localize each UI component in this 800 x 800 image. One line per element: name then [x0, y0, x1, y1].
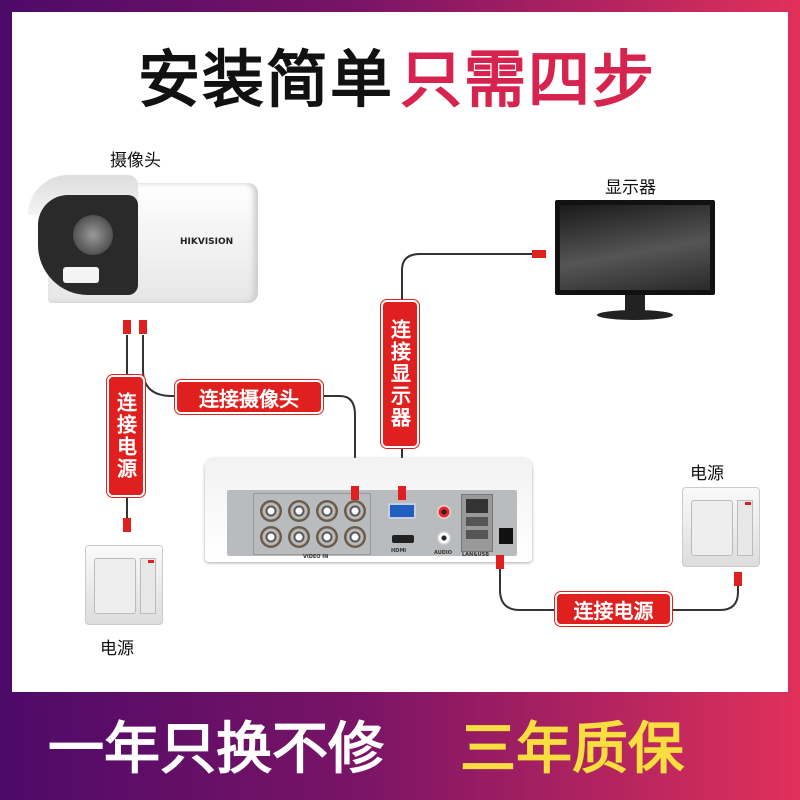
dvr-video-connector — [351, 486, 359, 500]
vga-port — [388, 503, 416, 519]
socket-plug-right — [734, 572, 742, 586]
monitor-label: 显示器 — [605, 178, 656, 198]
power-socket-right — [682, 487, 760, 567]
monitor-connector — [532, 250, 546, 258]
camera-power-connector — [123, 320, 131, 334]
dvr-power-connector — [496, 555, 504, 569]
power-socket-left — [85, 545, 163, 625]
lan-usb-label: LAN&USB — [462, 552, 490, 558]
title-highlight: 只需四步 — [400, 43, 657, 116]
cable-monitor-dvr — [401, 253, 532, 488]
step-power-camera: 连接电源 — [107, 375, 145, 497]
socket-plug-left — [123, 518, 131, 532]
step-connect-camera: 连接摄像头 — [175, 380, 323, 414]
camera-video-connector — [139, 320, 147, 334]
camera-brand: HIKVISION — [180, 237, 234, 247]
power-port — [499, 528, 513, 544]
step-power-dvr: 连接电源 — [555, 592, 672, 626]
power-label-right: 电源 — [690, 464, 724, 484]
monitor-image — [555, 200, 715, 322]
footer-warranty: 三年质保 — [460, 717, 684, 782]
audio-out-port — [437, 505, 451, 519]
footer-slogan: 一年只换不修 — [48, 717, 384, 782]
dvr-recorder: VIDEO IN HDMI AUDIO LAN&USB — [205, 458, 532, 562]
audio-label: AUDIO — [434, 550, 453, 556]
power-label-left: 电源 — [100, 639, 134, 659]
video-in-label: VIDEO IN — [303, 554, 329, 560]
title-main: 安装简单 — [138, 43, 395, 116]
step-connect-monitor: 连接显示器 — [381, 300, 419, 448]
camera-image: HIKVISION — [28, 175, 260, 310]
audio-in-port — [437, 531, 451, 545]
camera-label: 摄像头 — [110, 151, 161, 171]
hdmi-port — [392, 535, 414, 543]
dvr-vga-connector — [398, 486, 406, 500]
hdmi-label: HDMI — [391, 548, 407, 554]
